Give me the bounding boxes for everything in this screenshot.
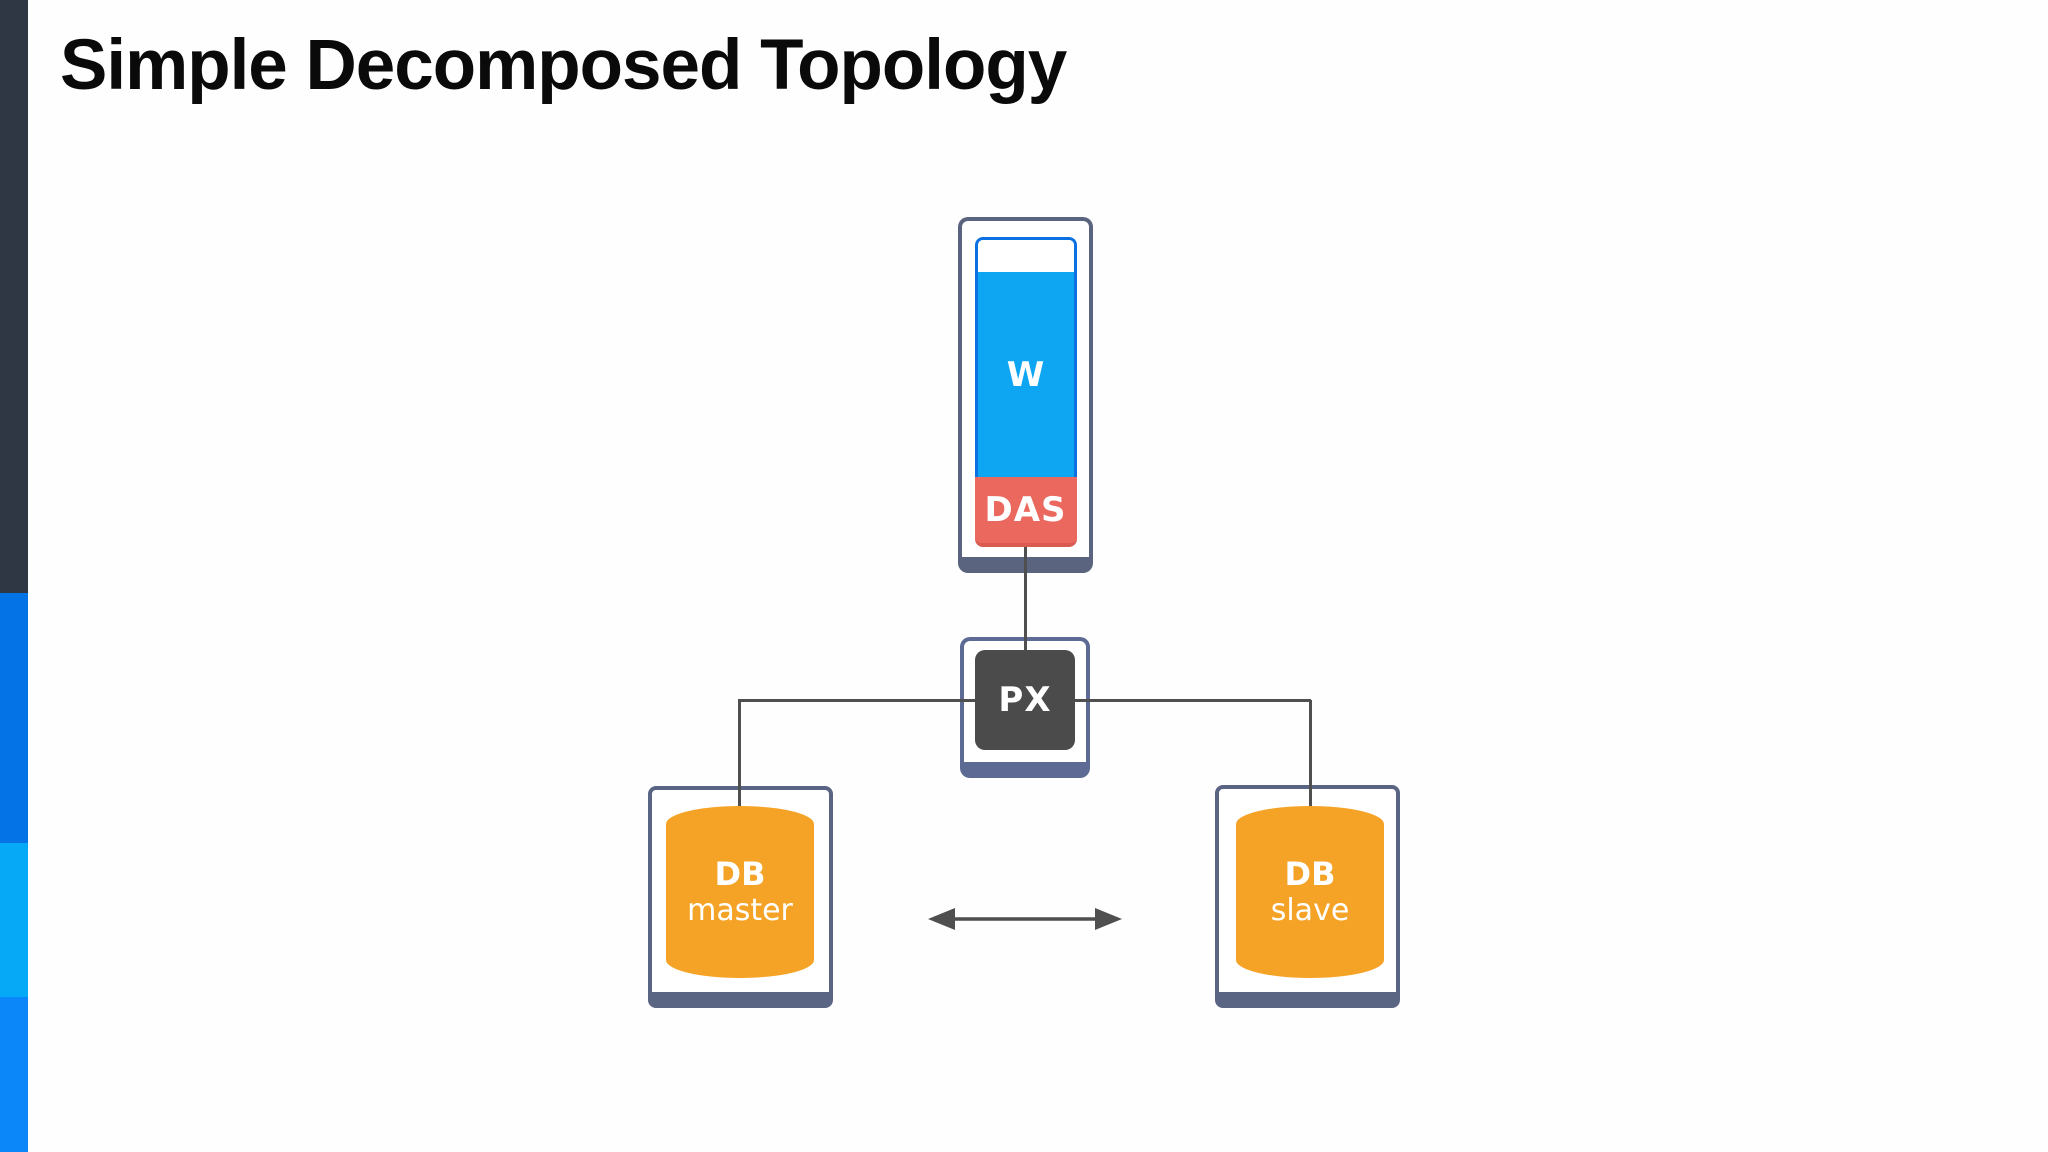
bidirectional-arrow-icon (928, 908, 1122, 930)
db-slave-label-line2: slave (1270, 893, 1350, 928)
connector-proxy-to-master-horizontal (738, 699, 977, 702)
arrow-head-right (1095, 908, 1122, 930)
web-server-header-band (977, 240, 1074, 272)
db-master-label-line2: master (687, 893, 793, 928)
db-master-label: DB master (666, 806, 814, 978)
web-server-frame: W DAS (958, 217, 1093, 573)
sidebar-accent-strip (0, 0, 28, 1152)
database-cylinder-slave-icon (1236, 806, 1384, 978)
database-cylinder-master-icon (666, 806, 814, 978)
database-cylinder-shape (666, 806, 814, 978)
sidebar-segment-bottom-blue (0, 997, 28, 1152)
database-cylinder-shape (1236, 806, 1384, 978)
web-server-body: W (977, 272, 1074, 477)
connector-web-to-proxy (1024, 547, 1027, 653)
arrow-head-left (928, 908, 955, 930)
db-master-label-line1: DB (714, 855, 766, 893)
sidebar-segment-blue (0, 593, 28, 843)
web-server-label: W (1006, 354, 1045, 395)
proxy-label: PX (998, 680, 1052, 720)
connector-proxy-to-slave-vertical (1309, 700, 1312, 816)
db-slave-label-line1: DB (1284, 855, 1336, 893)
web-server-box: W (974, 237, 1077, 477)
web-server-shape: W DAS (974, 237, 1077, 547)
proxy-box: PX (975, 650, 1075, 750)
connector-proxy-to-master-vertical (738, 700, 741, 816)
das-label: DAS (984, 490, 1067, 530)
sidebar-segment-light-blue (0, 843, 28, 997)
db-slave-label: DB slave (1236, 806, 1384, 978)
das-box: DAS (974, 477, 1077, 547)
connector-proxy-to-slave-horizontal (1073, 699, 1311, 702)
sidebar-segment-dark (0, 0, 28, 593)
page-title: Simple Decomposed Topology (60, 26, 1067, 105)
